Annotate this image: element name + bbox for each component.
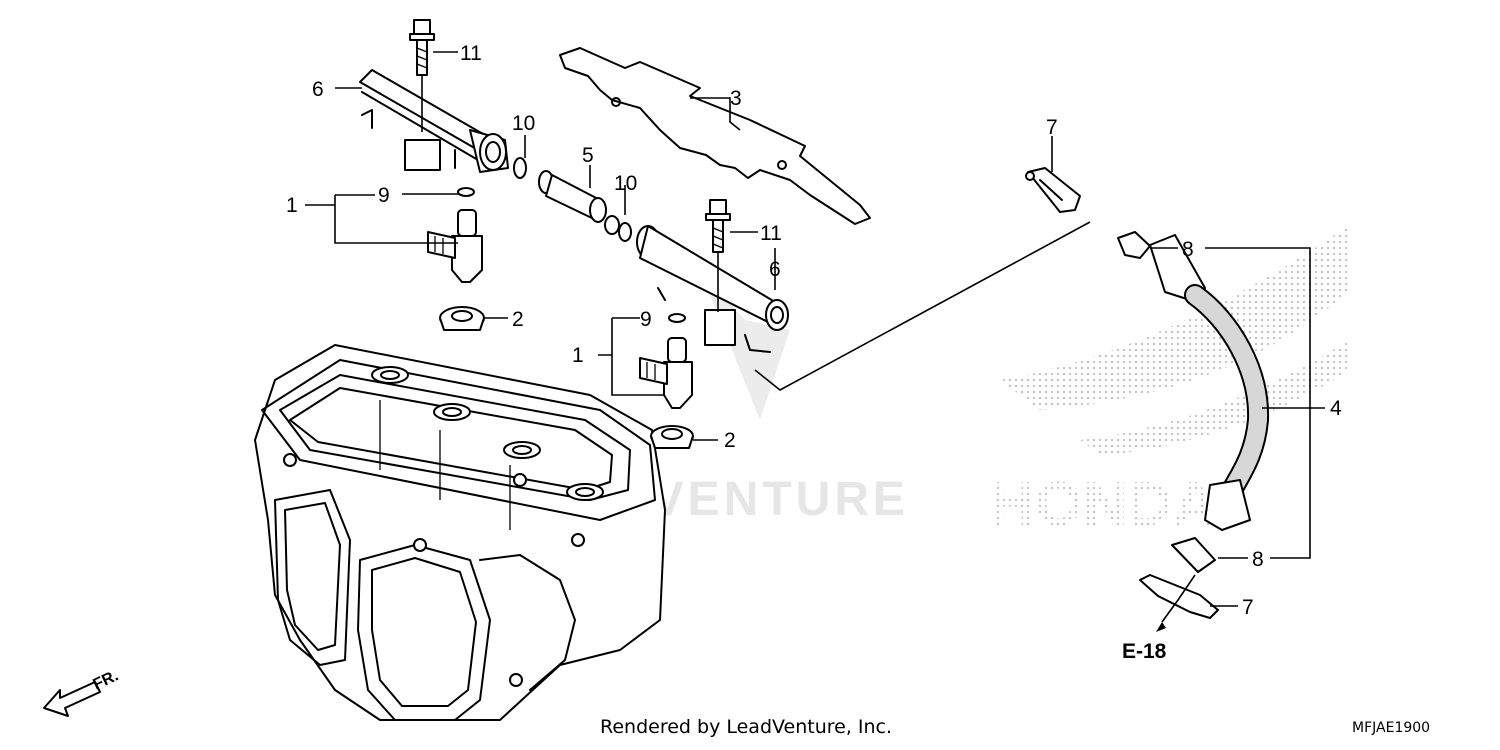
direction-label: FR. [91,667,122,693]
diagram-code: MFJAE1900 [1352,720,1431,736]
throttle-body [254,344,666,721]
sensor-top [1025,167,1081,213]
callout-8-bottom: 8 [1252,548,1264,571]
injector-left [427,187,483,283]
callout-10-left: 10 [512,112,535,135]
callout-2-left: 2 [512,308,524,331]
fuel-rail-left [359,69,509,173]
callout-6-left: 6 [312,78,324,101]
callout-10-right: 10 [614,172,637,195]
reference-label: E-18 [1122,640,1167,663]
callout-1-right: 1 [572,344,584,367]
callout-9-right: 9 [640,308,652,331]
fuel-rail-right [636,225,789,353]
honda-wing-watermark: HONDA [990,225,1350,539]
callout-leaders [305,51,1325,607]
callout-8-top: 8 [1182,238,1194,261]
callout-5: 5 [582,144,594,167]
callout-6-right-label: 6 [769,258,781,281]
watermark-brand: HONDA [990,470,1217,539]
callout-1-left: 1 [286,194,298,217]
bolt-11-right [705,199,731,312]
callout-4: 4 [1330,397,1342,420]
callout-7-bottom: 7 [1242,596,1254,619]
callout-7-top: 7 [1046,116,1058,139]
grommet-right [650,425,694,449]
callout-11-left: 11 [460,42,482,65]
callout-3: 3 [730,87,742,110]
bolt-11-left [409,19,435,132]
wire-harness [1117,231,1270,632]
callout-9-left: 9 [378,184,390,207]
joint-pipe [513,157,632,242]
front-direction-arrow: FR. [43,667,122,717]
callout-2-right: 2 [724,429,736,452]
assembly-leader [754,221,1091,391]
footer-credit: Rendered by LeadVenture, Inc. [600,716,893,738]
wire-bracket [559,47,871,225]
injector-right [639,313,693,409]
callout-11-right: 11 [760,222,782,245]
grommet-left [439,306,485,331]
